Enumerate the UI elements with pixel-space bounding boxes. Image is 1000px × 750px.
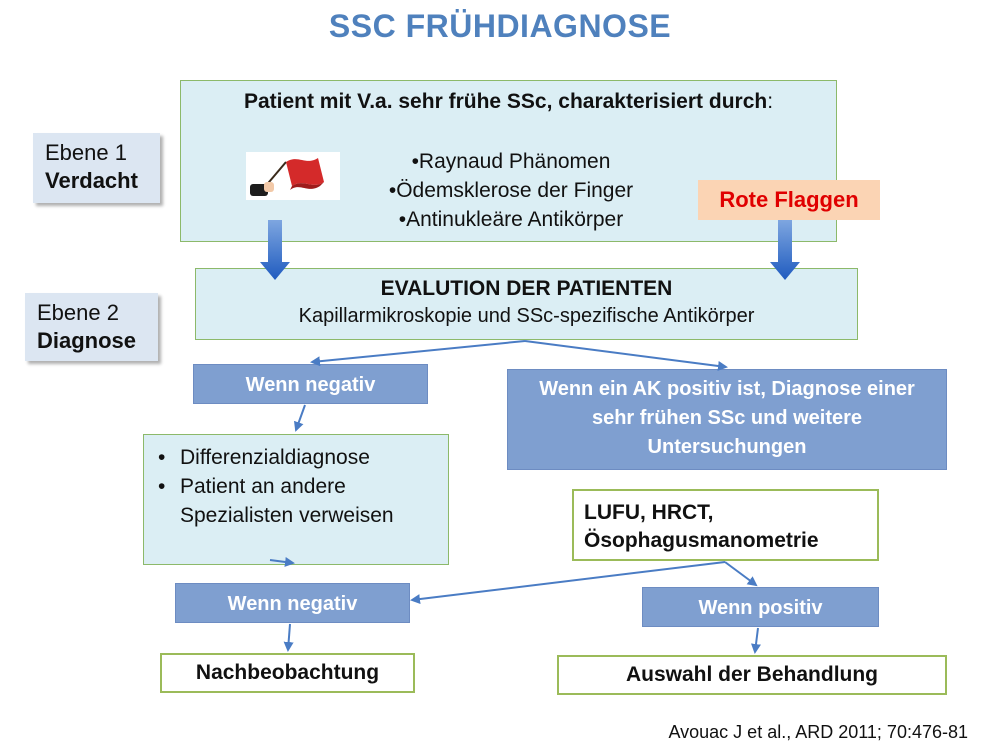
red-flag-image [246,152,340,200]
follow-up-box: Nachbeobachtung [160,653,415,693]
differential-list: Differenzialdiagnose Patient an andere S… [150,443,440,530]
criterion-edema-sclerosis: •Ödemsklerose der Finger [388,179,634,202]
evaluation-subtext: Kapillarmikroskopie und SSc-spezifische … [298,305,755,327]
tests-line-2: Ösophagusmanometrie [584,529,819,552]
level-2-name: Diagnose [37,328,137,353]
suspicion-criteria-list: •Raynaud Phänomen •Ödemsklerose der Fing… [341,147,681,234]
citation: Avouac J et al., ARD 2011; 70:476-81 [668,722,968,742]
arrow-eval-to-positive [524,340,728,371]
evaluation-box: EVALUTION DER PATIENTEN Kapillarmikrosko… [195,268,858,340]
page-title: SSC FRÜHDIAGNOSE [328,8,672,44]
tests-box: LUFU, HRCT, Ösophagusmanometrie [572,489,879,561]
differential-item-diagnosis: Differenzialdiagnose [150,443,440,472]
tests-line-1: LUFU, HRCT, [584,501,714,524]
level-1-label: Ebene 1 Verdacht [33,133,160,203]
suspicion-box: Patient mit V.a. sehr frühe SSc, charakt… [180,80,837,242]
arrow-negative2-to-follow-up [283,623,294,652]
positive-antibody-text: Wenn ein AK positiv ist, Diagnose einer … [539,378,915,458]
arrow-negative-to-differential [294,404,306,432]
suspicion-heading-text: Patient mit V.a. sehr frühe SSc, charakt… [243,90,768,113]
differential-box: Differenzialdiagnose Patient an andere S… [143,434,449,565]
negative-result-box-2: Wenn negativ [175,583,410,623]
arrow-tests-to-positive [724,561,758,587]
arrow-eval-to-negative [310,340,526,367]
level-1-number: Ebene 1 [45,140,127,165]
level-2-label: Ebene 2 Diagnose [25,293,158,361]
negative-result-box-1: Wenn negativ [193,364,428,404]
criterion-raynaud: •Raynaud Phänomen [411,150,611,173]
level-2-number: Ebene 2 [37,300,119,325]
suspicion-heading: Patient mit V.a. sehr frühe SSc, charakt… [181,90,836,114]
red-flag-icon [250,158,324,196]
level-1-name: Verdacht [45,168,138,193]
evaluation-heading: EVALUTION DER PATIENTEN [380,277,673,300]
red-flags-label: Rote Flaggen [698,180,880,220]
arrow-positive-to-treatment [751,627,761,654]
positive-antibody-box: Wenn ein AK positiv ist, Diagnose einer … [507,369,947,470]
treatment-box: Auswahl der Behandlung [557,655,947,695]
suspicion-heading-colon: : [767,90,774,113]
differential-item-referral: Patient an andere Spezialisten verweisen [150,472,440,530]
positive-result-box: Wenn positiv [642,587,879,627]
criterion-antinuclear-antibodies: •Antinukleäre Antikörper [398,208,624,231]
